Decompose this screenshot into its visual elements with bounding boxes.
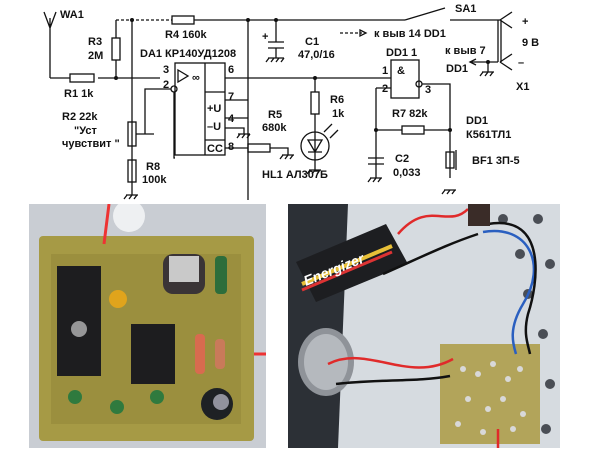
trimmer-r2-photo	[169, 256, 199, 282]
circuit-schematic: WA1 R1 1k R3 2M R4 160k + C1 47,0/16 DA1…	[43, 3, 539, 200]
switch-sa1-photo	[468, 204, 490, 226]
label-opamp-inf: ∞	[192, 72, 200, 84]
label-r3-value: 2M	[88, 50, 103, 62]
label-r2-note2: чувствит "	[62, 138, 120, 150]
pcb-solder-side	[440, 344, 540, 444]
photo-assembled-pcb	[29, 204, 266, 448]
label-c2-value: 0,033	[393, 167, 421, 179]
label-sa1: SA1	[455, 3, 476, 15]
opamp-da1	[174, 62, 226, 156]
led-hl1-icon	[300, 114, 339, 170]
label-to-pin7: к выв 7	[445, 45, 486, 57]
pin-3: 3	[163, 64, 169, 76]
label-c1-name: C1	[305, 36, 319, 48]
label-battery-plus: +	[522, 16, 528, 28]
label-r1: R1 1k	[64, 88, 94, 100]
capacitor-c2-photo	[109, 290, 127, 308]
resistor-r7	[401, 125, 425, 135]
label-wa1: WA1	[60, 9, 84, 21]
label-to-pin14: к выв 14 DD1	[374, 28, 446, 40]
gate-pin-2: 2	[382, 83, 388, 95]
photo-wired-device: Energizer	[288, 204, 560, 448]
label-x1: X1	[516, 81, 529, 93]
label-r6-name: R6	[330, 94, 344, 106]
label-battery-minus: –	[518, 57, 524, 69]
label-r8-value: 100k	[142, 174, 167, 186]
label-r4: R4 160k	[165, 29, 207, 41]
label-dd1-name: DD1	[466, 115, 488, 127]
antenna-icon	[43, 11, 57, 78]
label-hl1: HL1 АЛ307Б	[262, 169, 328, 181]
label-r5-name: R5	[268, 109, 282, 121]
label-battery-voltage: 9 В	[522, 37, 539, 49]
label-cc: CC	[207, 143, 223, 155]
gate-pin-1: 1	[382, 65, 388, 77]
label-r7: R7 82k	[392, 108, 428, 120]
label-r6-value: 1k	[332, 108, 345, 120]
label-da1: DA1 КР140УД1208	[140, 48, 236, 60]
pin-2: 2	[163, 79, 169, 91]
pin-6: 6	[228, 64, 234, 76]
label-dd1-type: К561ТЛ1	[466, 129, 511, 141]
label-bf1: BF1 3П-5	[472, 155, 520, 167]
battery-photo: Energizer	[296, 224, 408, 302]
label-dd1-gate: DD1 1	[386, 47, 417, 59]
resistor-r1	[69, 73, 95, 83]
label-r2-note1: "Уст	[74, 125, 97, 137]
label-r3-name: R3	[88, 36, 102, 48]
resistor-r3	[111, 37, 121, 61]
pin-8: 8	[228, 141, 234, 153]
resistor-r4	[171, 15, 195, 25]
pin-7: 7	[228, 91, 234, 103]
gate-dd1	[390, 59, 420, 99]
label-and-symbol: &	[397, 65, 405, 77]
label-minus-u: –U	[207, 121, 221, 133]
label-r2-name: R2 22k	[62, 111, 98, 123]
label-dd1-ref: DD1	[446, 63, 468, 75]
label-r8-name: R8	[146, 161, 160, 173]
gate-pin-3: 3	[425, 84, 431, 96]
ic-da1	[131, 324, 175, 384]
label-c1-plus: +	[262, 31, 268, 43]
label-c1-value: 47,0/16	[298, 49, 335, 61]
label-c2-name: C2	[395, 153, 409, 165]
label-plus-u: +U	[207, 103, 221, 115]
label-r5-value: 680k	[262, 122, 287, 134]
resistor-r6	[310, 91, 320, 115]
buzzer-bf1-icon	[445, 151, 455, 169]
resistor-r8	[127, 159, 137, 183]
led-photo	[113, 204, 145, 232]
pin-4: 4	[228, 113, 235, 125]
resistor-r5	[247, 143, 271, 153]
